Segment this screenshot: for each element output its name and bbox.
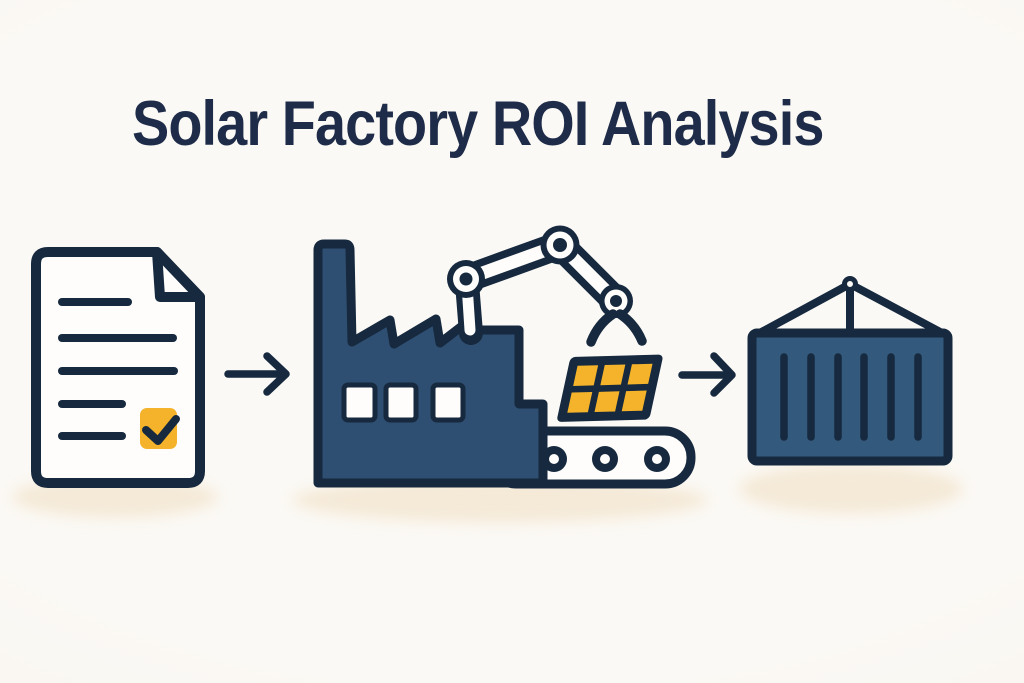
arm-joint-wrist <box>599 284 633 318</box>
factory-windows <box>341 382 466 423</box>
arm-joint-elbow <box>540 225 580 265</box>
arrow-right-icon <box>678 352 736 397</box>
arm-joint-base <box>447 260 485 298</box>
container-body <box>747 328 953 466</box>
factory-robot-arm-icon <box>313 225 696 489</box>
page-title: Solar Factory ROI Analysis <box>132 89 824 159</box>
container-ridges <box>780 353 922 441</box>
gripper-claw <box>586 309 647 347</box>
conveyor-rollers <box>541 446 670 472</box>
checkbox <box>140 408 177 449</box>
document-checklist-icon <box>31 247 205 488</box>
robot-arm <box>447 225 647 347</box>
document-text-lines <box>58 298 178 440</box>
checkmark-icon <box>142 415 180 445</box>
container-shadow <box>739 464 963 514</box>
document-folded-corner <box>152 247 205 302</box>
shipping-container-icon <box>747 276 953 466</box>
arrow-right-icon <box>224 352 290 396</box>
solar-panel-cells <box>567 363 653 413</box>
solar-panel <box>557 354 663 422</box>
rig-hook-point <box>842 276 858 292</box>
factory-body <box>313 239 548 488</box>
